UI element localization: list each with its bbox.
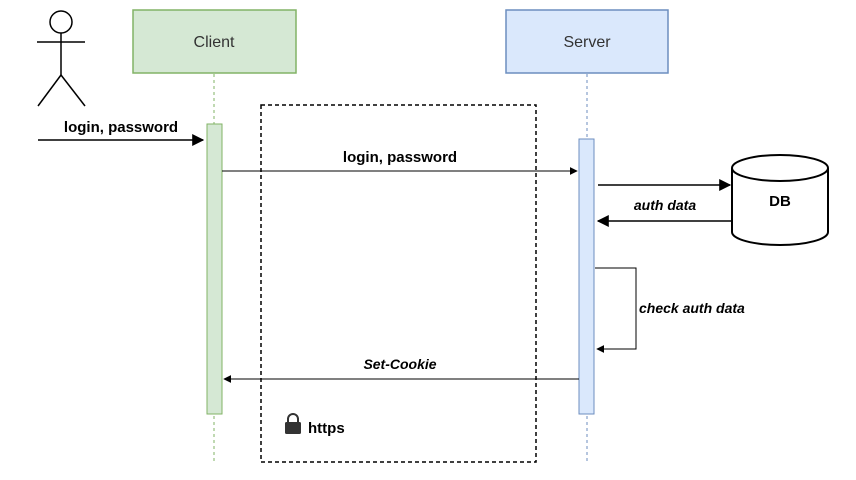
client-activation-bar [206, 123, 223, 415]
client-participant-box [132, 9, 297, 74]
msg-client-to-server: login, password [343, 149, 457, 166]
lock-icon [285, 413, 301, 434]
db-label: DB [769, 193, 791, 210]
server-participant-label: Server [563, 34, 611, 51]
https-label: https [308, 420, 345, 437]
arrow-self-check [595, 267, 637, 353]
db-cylinder [731, 154, 829, 246]
actor-figure [37, 10, 86, 107]
msg-self-check: check auth data [639, 300, 745, 316]
client-participant-label: Client [194, 34, 235, 51]
server-participant-box [505, 9, 669, 74]
msg-actor-to-client: login, password [64, 119, 178, 136]
msg-server-to-client: Set-Cookie [363, 356, 436, 372]
https-zone [260, 104, 537, 463]
msg-db-to-server: auth data [634, 197, 696, 213]
server-activation-bar [578, 138, 595, 415]
